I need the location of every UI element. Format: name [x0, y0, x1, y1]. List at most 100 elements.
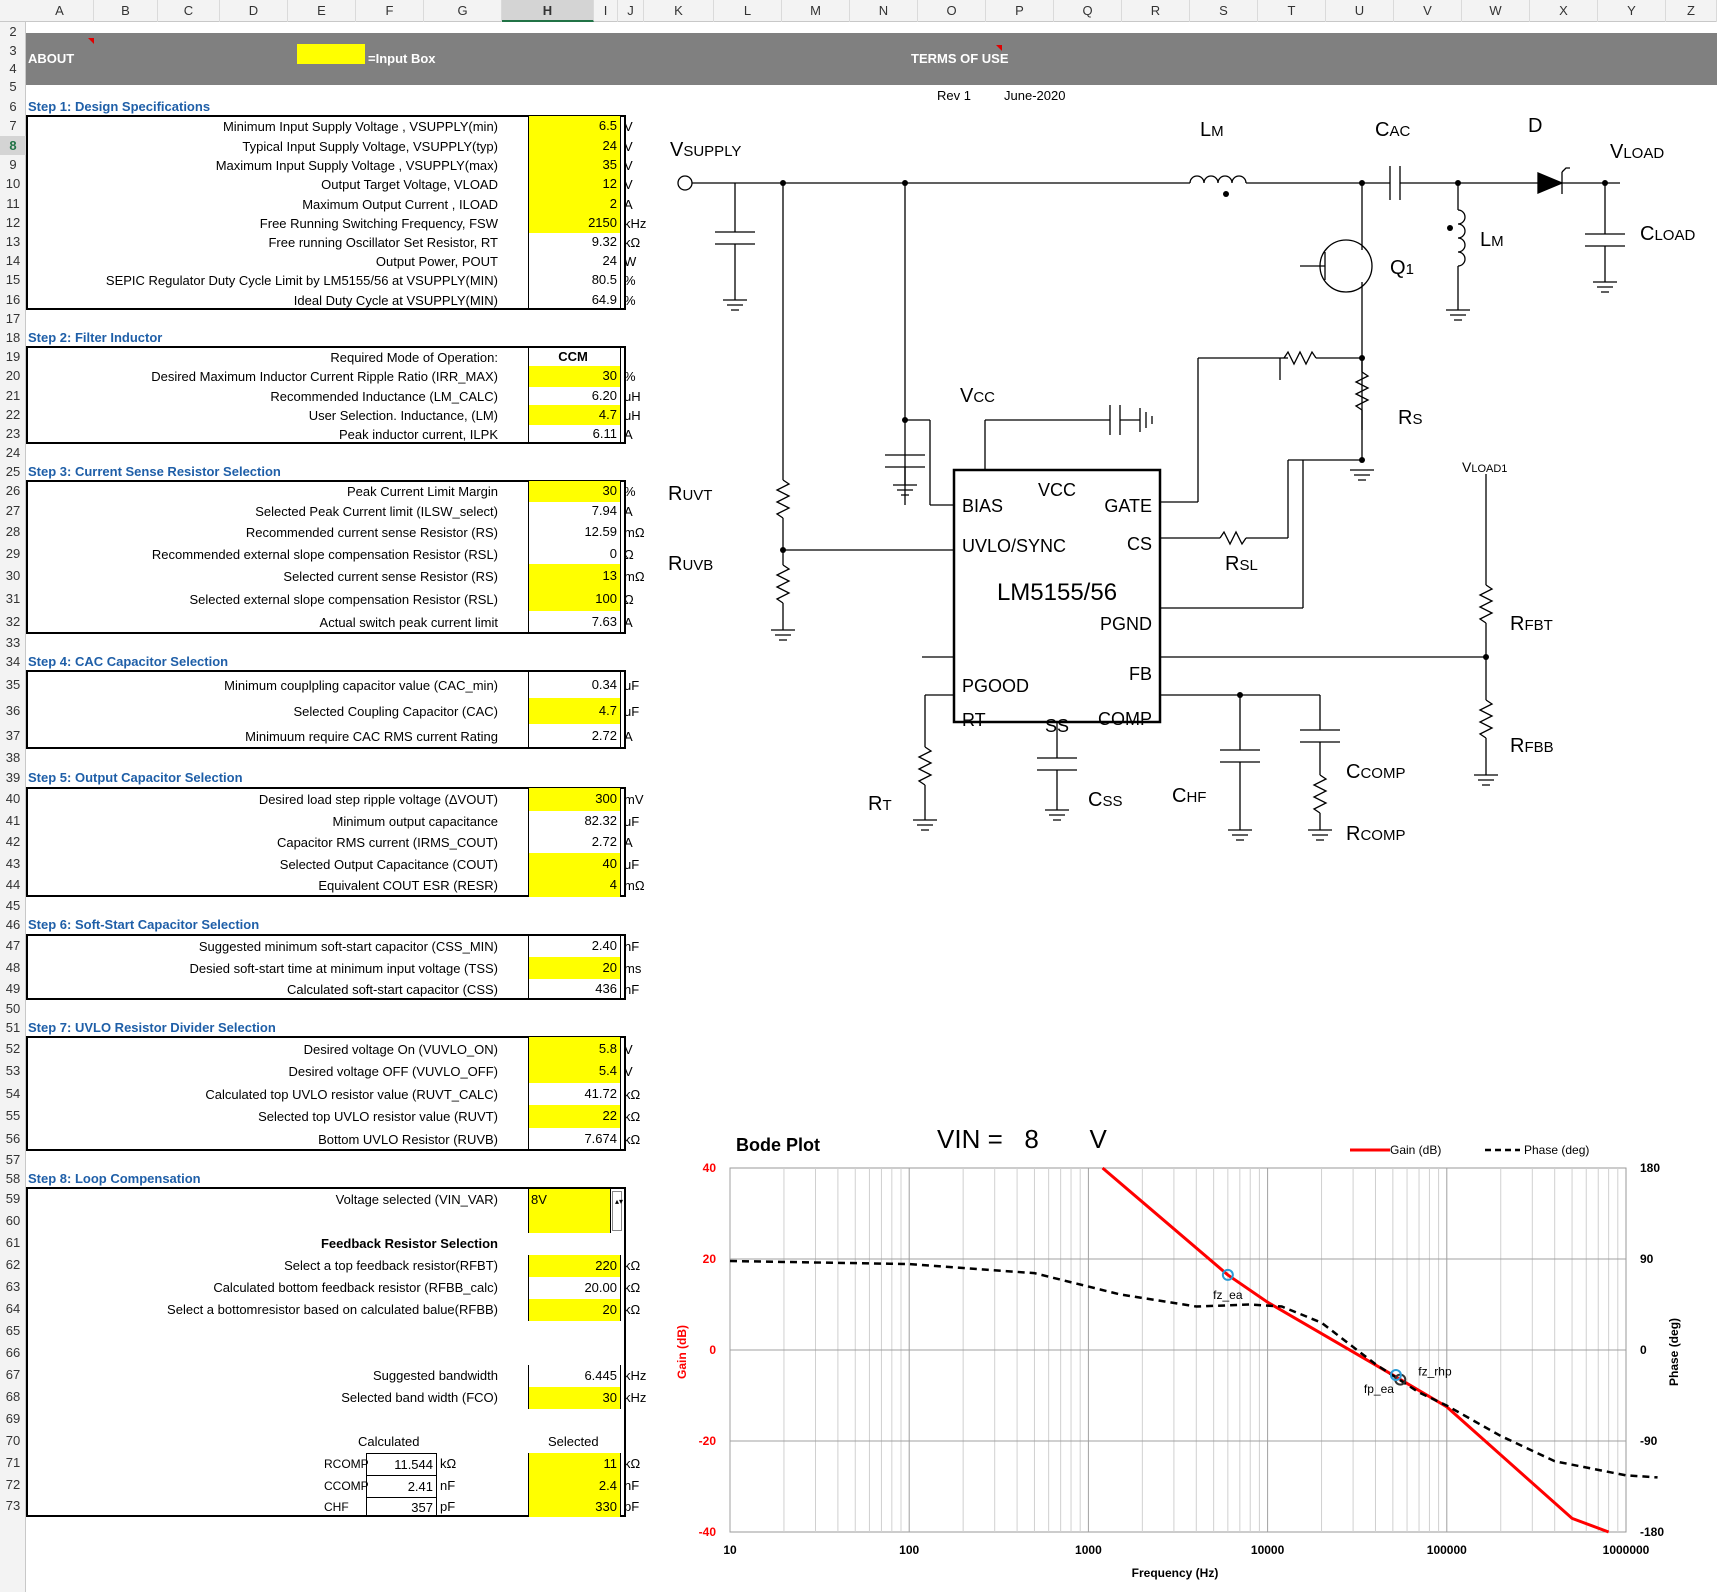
row-header-cell[interactable]: 8	[0, 136, 26, 155]
column-header-cell[interactable]: I	[594, 0, 618, 22]
row-header-cell[interactable]: 61	[5, 1235, 21, 1250]
row-header-cell[interactable]: 43	[5, 856, 21, 871]
row-header-cell[interactable]: 35	[5, 677, 21, 692]
row-header-cell[interactable]: 13	[5, 234, 21, 249]
row-header-cell[interactable]: 39	[5, 770, 21, 785]
row-header-cell[interactable]: 38	[5, 750, 21, 765]
column-header-cell[interactable]: Z	[1666, 0, 1717, 22]
row-header-cell[interactable]: 56	[5, 1131, 21, 1146]
row-header-cell[interactable]: 37	[5, 728, 21, 743]
step3-value-cell[interactable]: 30	[528, 481, 621, 502]
row-header-cell[interactable]: 49	[5, 981, 21, 996]
row-header-cell[interactable]: 22	[5, 407, 21, 422]
fb-value-cell[interactable]: 220	[528, 1255, 621, 1277]
row-header-cell[interactable]: 7	[9, 118, 17, 133]
row-header-cell[interactable]: 16	[5, 292, 21, 307]
row-header-cell[interactable]: 28	[5, 524, 21, 539]
row-header-cell[interactable]: 24	[5, 445, 21, 460]
row-header-cell[interactable]: 3	[9, 43, 17, 58]
row-header-cell[interactable]: 17	[5, 311, 21, 326]
row-header-cell[interactable]: 6	[9, 99, 17, 114]
row-header-cell[interactable]: 19	[5, 349, 21, 364]
step1-value-cell[interactable]: 24	[528, 136, 621, 156]
column-header-cell[interactable]: P	[986, 0, 1054, 22]
row-header-cell[interactable]: 10	[5, 176, 21, 191]
row-header-cell[interactable]: 59	[5, 1191, 21, 1206]
column-header-cell[interactable]: K	[644, 0, 714, 22]
row-header-cell[interactable]: 15	[5, 272, 21, 287]
row-header-cell[interactable]: 40	[5, 791, 21, 806]
column-header-cell[interactable]: X	[1530, 0, 1598, 22]
row-header-cell[interactable]: 21	[5, 388, 21, 403]
step6-value-cell[interactable]: 20	[528, 957, 621, 979]
row-header-cell[interactable]: 27	[5, 503, 21, 518]
column-header-cell[interactable]: Y	[1598, 0, 1666, 22]
spin-arrows-icon[interactable]: ▴▾	[612, 1191, 623, 1231]
column-header-cell[interactable]: E	[288, 0, 356, 22]
row-header-cell[interactable]: 53	[5, 1063, 21, 1078]
row-header-cell[interactable]: 33	[5, 635, 21, 650]
row-header-cell[interactable]: 69	[5, 1411, 21, 1426]
row-header-cell[interactable]: 63	[5, 1279, 21, 1294]
step1-value-cell[interactable]: 2	[528, 194, 621, 214]
step2-value-cell[interactable]: 4.7	[528, 405, 621, 425]
column-header-cell[interactable]: F	[356, 0, 424, 22]
row-header-cell[interactable]: 54	[5, 1086, 21, 1101]
row-header-cell[interactable]: 4	[9, 61, 17, 76]
row-header-cell[interactable]: 60	[5, 1213, 21, 1228]
row-header-cell[interactable]: 11	[6, 196, 20, 211]
step7-value-cell[interactable]: 5.8	[528, 1037, 621, 1061]
column-header-cell[interactable]: J	[618, 0, 644, 22]
step3-value-cell[interactable]: 100	[528, 587, 621, 611]
row-header-cell[interactable]: 65	[5, 1323, 21, 1338]
row-header-cell[interactable]: 32	[5, 614, 21, 629]
row-header-cell[interactable]: 29	[5, 546, 21, 561]
row-header-cell[interactable]: 45	[5, 898, 21, 913]
column-header-cell[interactable]: H	[502, 0, 594, 22]
step5-value-cell[interactable]: 4	[528, 874, 621, 897]
column-header-cell[interactable]: W	[1462, 0, 1530, 22]
row-header-cell[interactable]: 70	[5, 1433, 21, 1448]
column-header-cell[interactable]: S	[1190, 0, 1258, 22]
step7-value-cell[interactable]: 22	[528, 1105, 621, 1128]
row-header-cell[interactable]: 36	[5, 703, 21, 718]
step4-value-cell[interactable]: 4.7	[528, 698, 621, 724]
row-header-cell[interactable]: 66	[5, 1345, 21, 1360]
column-header-cell[interactable]: N	[850, 0, 918, 22]
step2-value-cell[interactable]: 30	[528, 366, 621, 387]
column-header-cell[interactable]: G	[424, 0, 502, 22]
step5-value-cell[interactable]: 40	[528, 853, 621, 875]
voltage-select-dropdown[interactable]: 8V	[528, 1189, 611, 1233]
row-header-cell[interactable]: 25	[5, 464, 21, 479]
row-header-cell[interactable]: 55	[5, 1108, 21, 1123]
step1-value-cell[interactable]: 35	[528, 155, 621, 175]
bw-value-cell[interactable]: 30	[528, 1387, 621, 1409]
row-header-cell[interactable]: 72	[5, 1477, 21, 1492]
terms-of-use-link[interactable]: TERMS OF USE	[911, 51, 1009, 66]
row-header-cell[interactable]: 34	[5, 654, 21, 669]
column-header-cell[interactable]: U	[1326, 0, 1394, 22]
row-header-cell[interactable]: 48	[5, 960, 21, 975]
step7-value-cell[interactable]: 5.4	[528, 1060, 621, 1083]
comp-sel-value[interactable]: 2.4	[528, 1475, 621, 1497]
row-header-cell[interactable]: 26	[5, 483, 21, 498]
row-header-cell[interactable]: 9	[9, 157, 17, 172]
row-header-cell[interactable]: 12	[5, 215, 21, 230]
column-header-cell[interactable]: L	[714, 0, 782, 22]
row-header-cell[interactable]: 57	[5, 1152, 21, 1167]
row-header-cell[interactable]: 18	[5, 330, 21, 345]
row-header-cell[interactable]: 44	[5, 877, 21, 892]
row-header-cell[interactable]: 68	[5, 1389, 21, 1404]
row-header-cell[interactable]: 71	[5, 1455, 21, 1470]
step1-value-cell[interactable]: 12	[528, 174, 621, 195]
column-header-cell[interactable]: Q	[1054, 0, 1122, 22]
row-header-cell[interactable]: 50	[5, 1001, 21, 1016]
step1-value-cell[interactable]: 2150	[528, 213, 621, 233]
step3-value-cell[interactable]: 13	[528, 564, 621, 588]
row-header-cell[interactable]: 20	[5, 368, 21, 383]
row-header-cell[interactable]: 30	[5, 568, 21, 583]
step5-value-cell[interactable]: 300	[528, 788, 621, 811]
column-header-cell[interactable]: C	[158, 0, 220, 22]
row-header-cell[interactable]: 2	[9, 24, 17, 39]
row-header-cell[interactable]: 41	[5, 813, 21, 828]
